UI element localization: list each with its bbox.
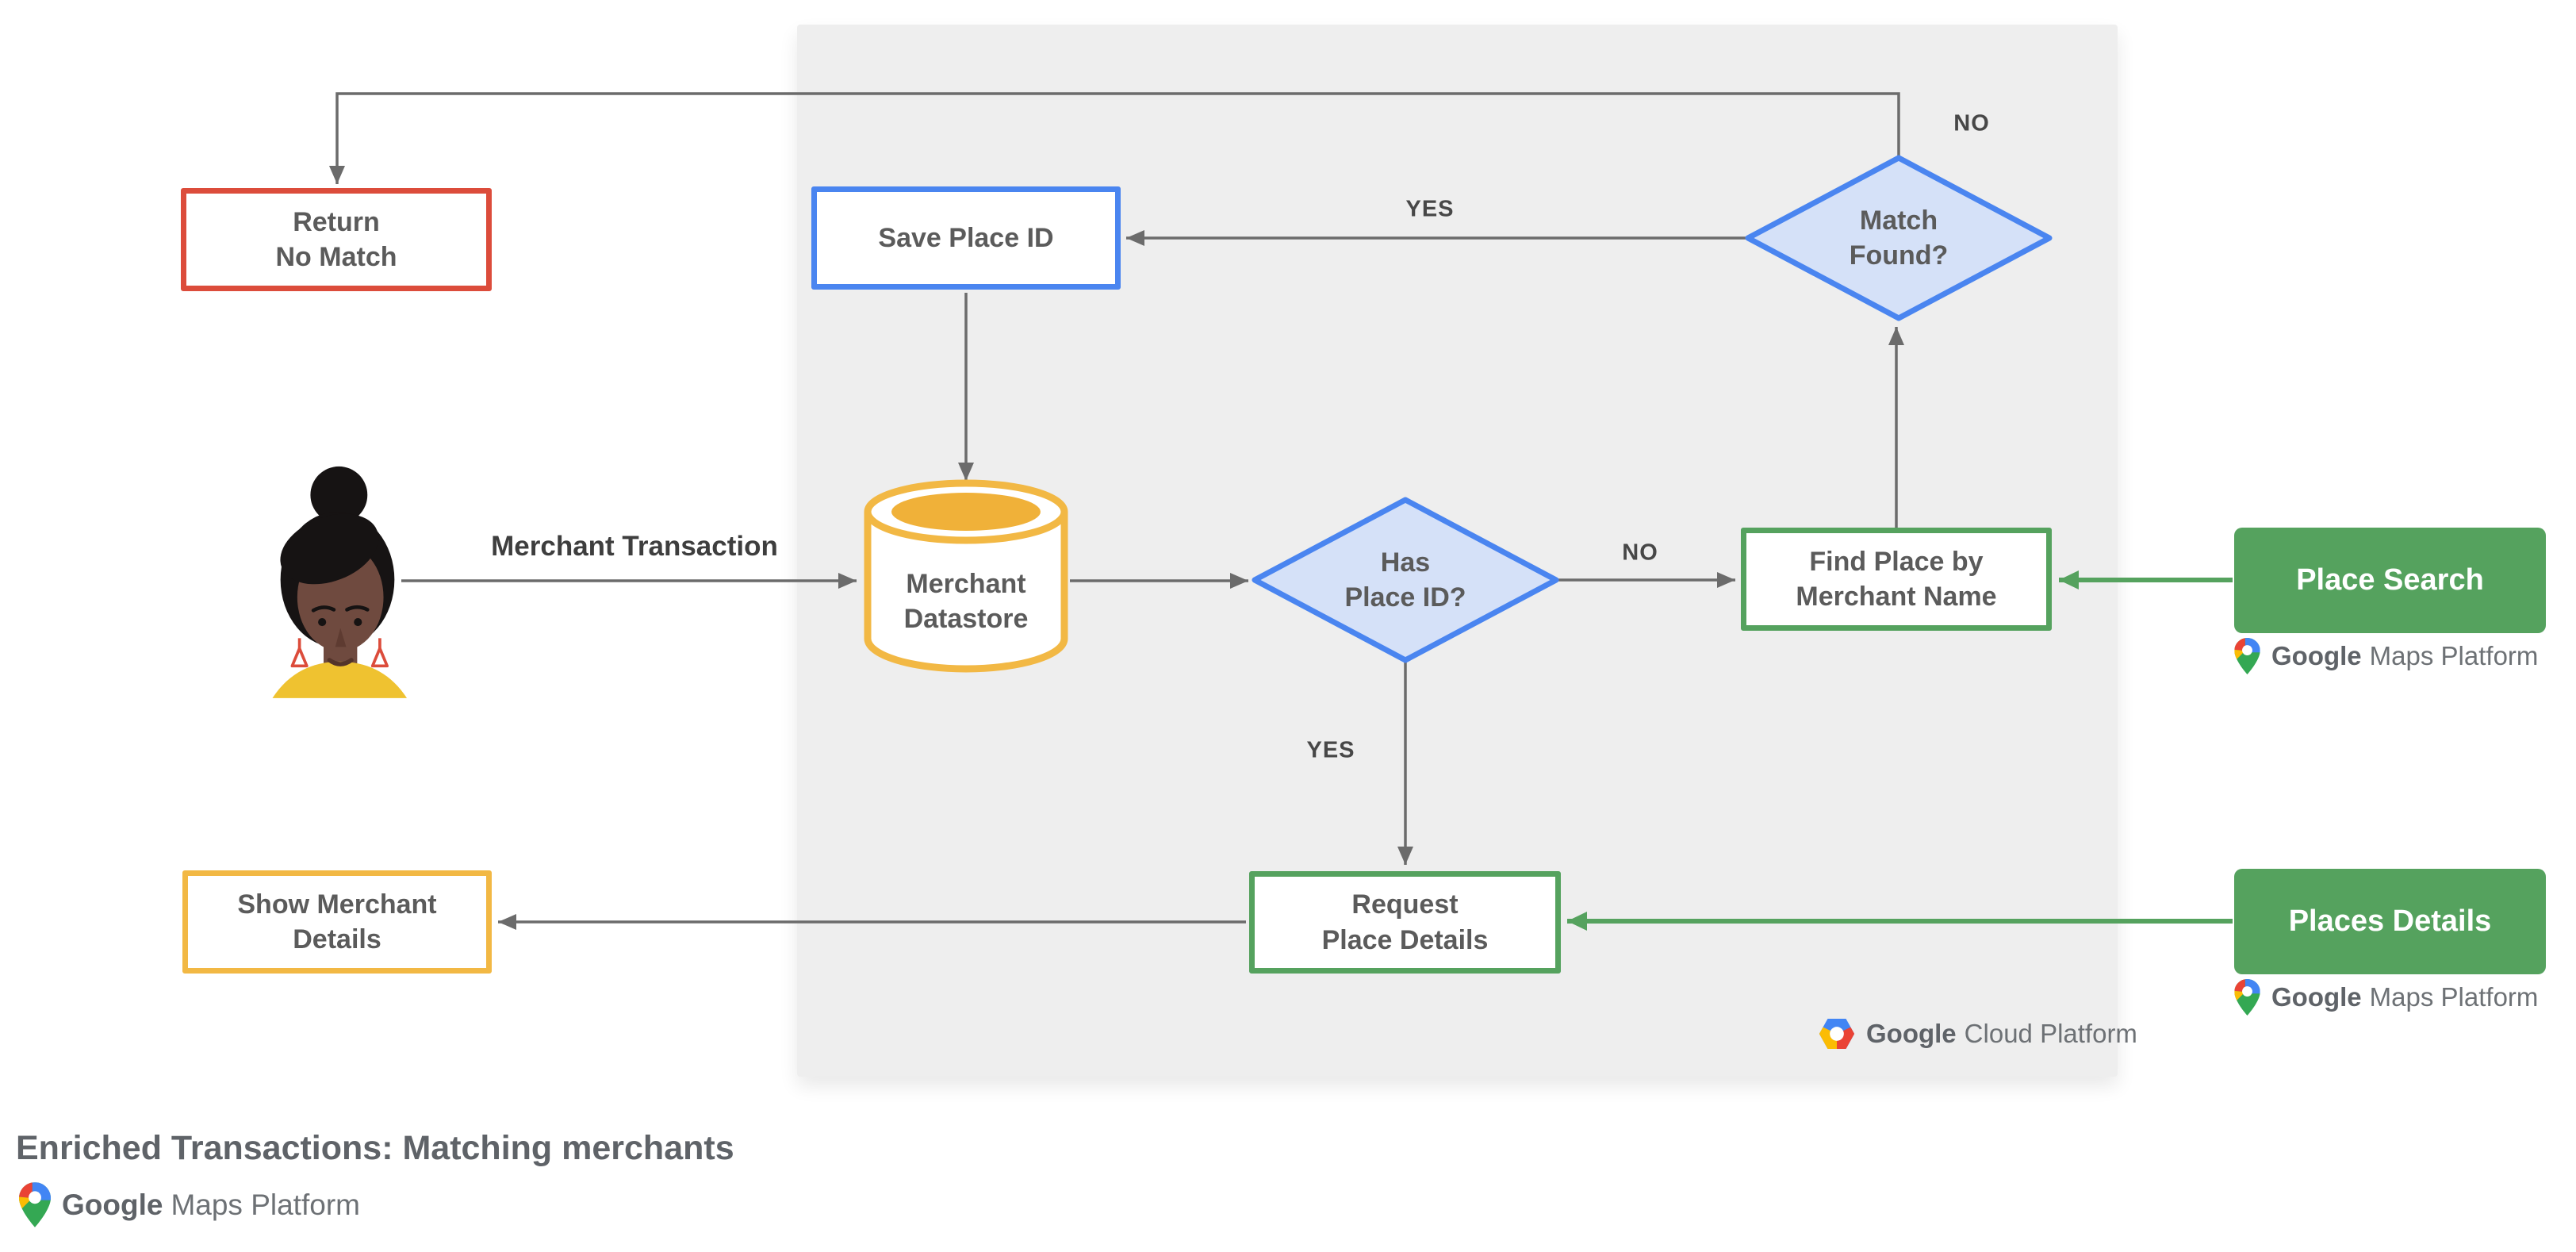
api-places-details-label: Places Details bbox=[2288, 904, 2492, 938]
diamond-has-place-id: Has Place ID? bbox=[1251, 496, 1560, 664]
node-merchant-datastore: Merchant Datastore bbox=[861, 478, 1071, 675]
gmp-google-text: Google bbox=[2271, 982, 2362, 1012]
node-return-no-match-label: Return No Match bbox=[275, 206, 397, 272]
maps-pin-icon bbox=[2234, 979, 2260, 1016]
label-merchant-transaction: Merchant Transaction bbox=[491, 531, 778, 562]
gcp-hexagon-icon bbox=[1819, 1018, 1855, 1050]
edge-match-found-no bbox=[329, 92, 1900, 184]
node-show-merchant-details-label: Show Merchant Details bbox=[237, 889, 437, 954]
gmp-logo-places-details: Google Maps Platform bbox=[2234, 979, 2538, 1016]
node-request-place-details-label: Request Place Details bbox=[1321, 889, 1489, 955]
maps-pin-icon bbox=[2234, 638, 2260, 674]
gcp-logo: Google Cloud Platform bbox=[1819, 1018, 2137, 1050]
label-match-found-no: NO bbox=[1953, 110, 1990, 136]
label-has-place-id-no: NO bbox=[1622, 540, 1658, 566]
diamond-match-found-label: Match Found? bbox=[1849, 205, 1949, 271]
gmp-product-text: Maps Platform bbox=[2369, 641, 2539, 670]
label-match-found-yes: YES bbox=[1405, 196, 1455, 222]
gmp-logo-place-search: Google Maps Platform bbox=[2234, 638, 2538, 674]
api-place-search-label: Place Search bbox=[2296, 563, 2484, 597]
gmp-google-text: Google bbox=[2271, 641, 2362, 670]
gmp-google-text: Google bbox=[62, 1188, 163, 1221]
node-show-merchant-details: Show Merchant Details bbox=[182, 870, 492, 974]
merchant-user-avatar bbox=[268, 464, 407, 698]
label-has-place-id-yes: YES bbox=[1306, 737, 1355, 763]
gmp-product-text: Maps Platform bbox=[171, 1188, 360, 1221]
diagram-title: Enriched Transactions: Matching merchant… bbox=[16, 1129, 734, 1167]
gmp-product-text: Maps Platform bbox=[2369, 982, 2539, 1012]
gmp-logo-footer: Google Maps Platform bbox=[19, 1182, 360, 1227]
node-return-no-match: Return No Match bbox=[181, 188, 492, 291]
gcp-product-text: Cloud Platform bbox=[1964, 1019, 2137, 1048]
node-request-place-details: Request Place Details bbox=[1249, 871, 1561, 974]
gcp-google-text: Google bbox=[1866, 1019, 1957, 1048]
node-find-place-by-merchant-name: Find Place by Merchant Name bbox=[1741, 528, 2052, 631]
node-merchant-datastore-label: Merchant Datastore bbox=[903, 568, 1029, 634]
diamond-has-place-id-label: Has Place ID? bbox=[1344, 547, 1466, 613]
node-find-place-label: Find Place by Merchant Name bbox=[1796, 546, 1997, 612]
api-place-search: Place Search bbox=[2234, 528, 2546, 633]
node-save-place-id: Save Place ID bbox=[811, 186, 1121, 290]
maps-pin-icon bbox=[19, 1182, 51, 1227]
api-places-details: Places Details bbox=[2234, 869, 2546, 974]
node-save-place-id-label: Save Place ID bbox=[878, 222, 1054, 253]
diamond-match-found: Match Found? bbox=[1744, 154, 2053, 322]
